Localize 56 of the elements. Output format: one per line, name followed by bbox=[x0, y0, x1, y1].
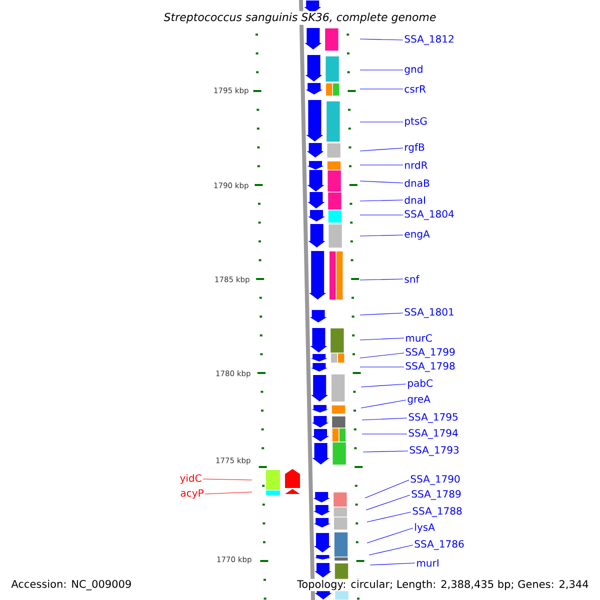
leader-line bbox=[366, 512, 412, 522]
gene-label: SSA_1798 bbox=[406, 362, 455, 372]
leader-line bbox=[360, 88, 404, 90]
gene-label: rgfB bbox=[405, 143, 424, 153]
leader-line bbox=[362, 418, 408, 420]
genome-info-text: Topology: circular; Length: 2,388,435 bp; Genes: 2,344 bbox=[296, 578, 590, 592]
gene-label: csrR bbox=[404, 85, 426, 93]
gene-label: murC bbox=[406, 334, 432, 342]
gene-label: SSA_1804 bbox=[404, 210, 454, 220]
leader-line bbox=[204, 492, 252, 494]
leader-line bbox=[202, 478, 252, 480]
gene-label: greA bbox=[408, 395, 430, 405]
gene-label: SSA_1793 bbox=[410, 446, 459, 456]
gene-label: SSA_1799 bbox=[406, 348, 455, 358]
gene-label: SSA_1789 bbox=[412, 490, 461, 500]
gene-label: SSA_1794 bbox=[408, 429, 458, 439]
leader-line bbox=[360, 278, 404, 280]
gene-label: SSA_1795 bbox=[408, 413, 458, 423]
gene-label: SSA_1790 bbox=[410, 475, 460, 485]
gene-label: lysA bbox=[415, 523, 435, 533]
gene-label: SSA_1786 bbox=[414, 540, 464, 550]
leader-line bbox=[360, 312, 404, 316]
leader-line bbox=[360, 234, 404, 236]
gene-label: snf bbox=[404, 275, 420, 283]
leader-line bbox=[364, 480, 410, 498]
gene-label: murI bbox=[417, 559, 438, 567]
title: Streptococcus sanguinis SK36, complete genome bbox=[162, 11, 438, 25]
leader-line bbox=[366, 528, 414, 544]
leader-line bbox=[360, 338, 404, 340]
gene-label: dnaB bbox=[404, 179, 430, 187]
leader-line bbox=[360, 214, 404, 216]
gene-label: ptsG bbox=[405, 117, 427, 127]
gene-label: SSA_1788 bbox=[412, 507, 462, 517]
leader-line bbox=[362, 450, 408, 452]
gene-label: SSA_1812 bbox=[404, 35, 454, 45]
leader-line bbox=[360, 38, 404, 40]
leader-line bbox=[366, 494, 410, 510]
leader-line bbox=[360, 352, 404, 358]
gene-label: dnaI bbox=[404, 196, 425, 204]
gene-label: SSA_1801 bbox=[404, 308, 454, 318]
leader-line bbox=[360, 366, 404, 368]
accession-text: Accession: NC_009009 bbox=[10, 578, 133, 592]
gene-label: engA bbox=[404, 230, 430, 240]
gene-label: gnd bbox=[404, 65, 422, 75]
gene-label: acyP bbox=[180, 489, 204, 499]
gene-label: yidC bbox=[180, 474, 202, 484]
leader-line bbox=[360, 200, 404, 202]
leader-line bbox=[370, 562, 416, 566]
gene-label: nrdR bbox=[405, 161, 428, 169]
leader-line bbox=[360, 400, 406, 408]
gene-label: pabC bbox=[408, 379, 432, 389]
leader-line bbox=[360, 384, 406, 388]
leader-line bbox=[368, 544, 414, 556]
leader-line bbox=[360, 148, 404, 152]
leader-line bbox=[360, 180, 404, 184]
leader-line bbox=[360, 164, 404, 166]
